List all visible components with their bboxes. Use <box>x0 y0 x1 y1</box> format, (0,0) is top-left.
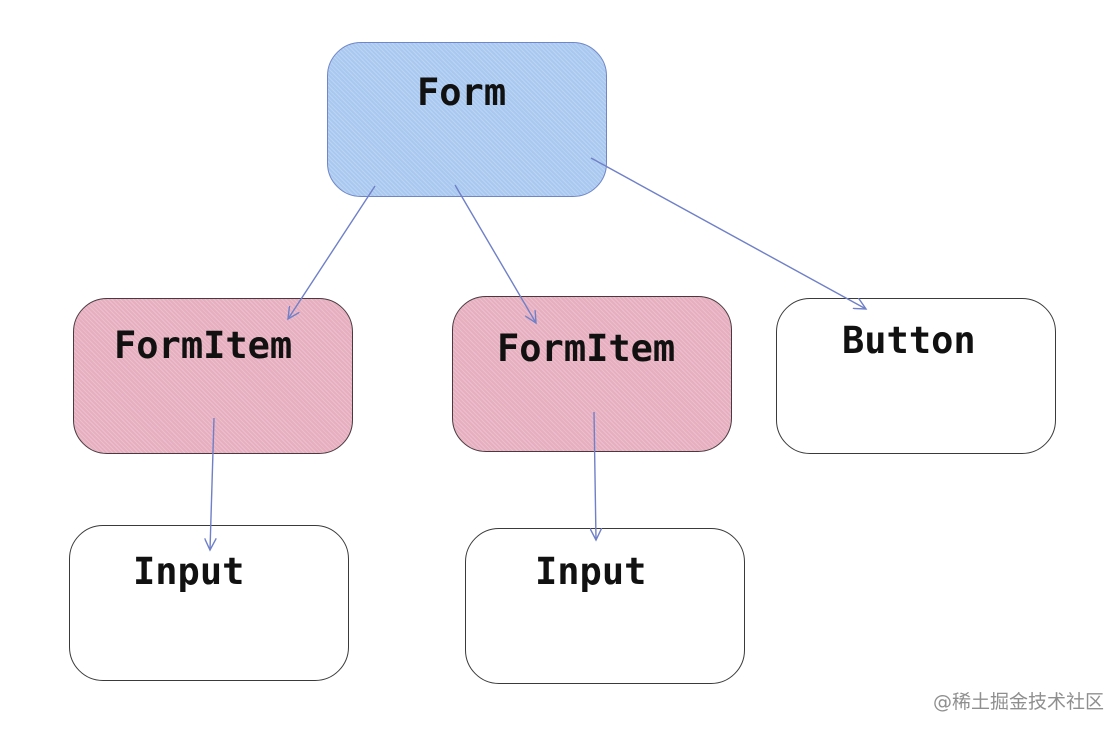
form-item-node-2-label: FormItem <box>497 327 676 370</box>
input-node-1: Input <box>69 525 349 681</box>
button-node-label: Button <box>842 319 976 362</box>
watermark: @稀土掘金技术社区 <box>932 691 1104 713</box>
form-node: Form <box>327 42 607 197</box>
form-item-node-2: FormItem <box>452 296 732 452</box>
edge-form-to-button <box>590 157 866 309</box>
form-node-label: Form <box>417 71 507 114</box>
button-node: Button <box>776 298 1056 454</box>
input-node-2-label: Input <box>535 550 647 593</box>
input-node-1-label: Input <box>133 550 245 593</box>
form-item-node-1-label: FormItem <box>114 324 293 367</box>
input-node-2: Input <box>465 528 745 684</box>
form-item-node-1: FormItem <box>73 298 353 454</box>
